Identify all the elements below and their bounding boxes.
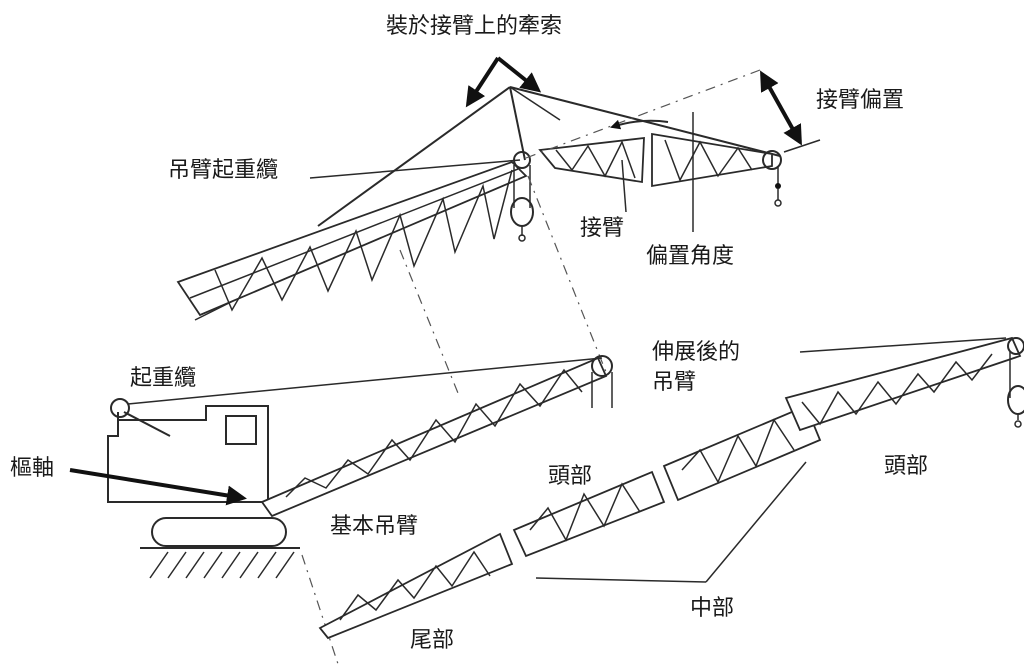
pivot-arrow [69,468,247,506]
jib-leader [621,159,627,213]
pivot-label: 樞軸 [10,456,55,481]
boom-hoist-rope-label: 吊臂起重纜 [168,158,279,183]
boom-centerline [525,69,761,159]
jib-offset-arrow [760,70,802,146]
offset-angle-arc [610,119,669,130]
base-boom-label: 基本吊臂 [330,514,419,539]
middle-leader-b [705,461,807,583]
middle-section-label: 中部 [690,596,735,621]
hoist-rope-line [127,357,603,405]
extended-boom-tip [1007,337,1024,428]
base-boom-head-sheave [591,355,613,408]
jib-pendant-label: 裝於接臂上的牽索 [386,14,563,39]
hoist-rope-label: 起重纜 [130,366,197,391]
jib-tip-sheave [762,150,782,207]
jib-pendant-arrow-right [496,56,542,93]
offset-angle-label: 偏置角度 [646,244,735,269]
jib-label: 接臂 [580,216,625,241]
boom-tip-sheave [513,151,531,169]
top-boom-truss [176,160,528,321]
base-boom-truss [260,356,608,518]
boom-hook-block [510,165,534,242]
offset-reference-line [783,139,821,153]
jib-pendant-arrow-left [465,56,500,108]
head-section-truss [784,336,1022,432]
head-section-label-2: 頭部 [884,454,929,479]
tail-section-truss [318,532,514,640]
middle-section-truss-2 [662,404,822,502]
tail-section-label: 尾部 [410,628,455,653]
middle-leader-a [535,577,707,583]
boom-hoist-rope-leader [309,159,521,179]
head-section-label-1: 頭部 [548,464,593,489]
top-boom-assembly [176,56,821,321]
extended-boom-label-line1: 伸展後的 [652,340,741,365]
projection-lines [301,175,607,664]
crane-base [107,398,300,579]
jib-truss [538,132,773,188]
extended-boom-label-line2: 吊臂 [652,370,697,395]
middle-section-truss-1 [512,470,666,558]
extended-boom-leader [799,337,1007,353]
jib-offset-label: 接臂偏置 [816,88,905,113]
